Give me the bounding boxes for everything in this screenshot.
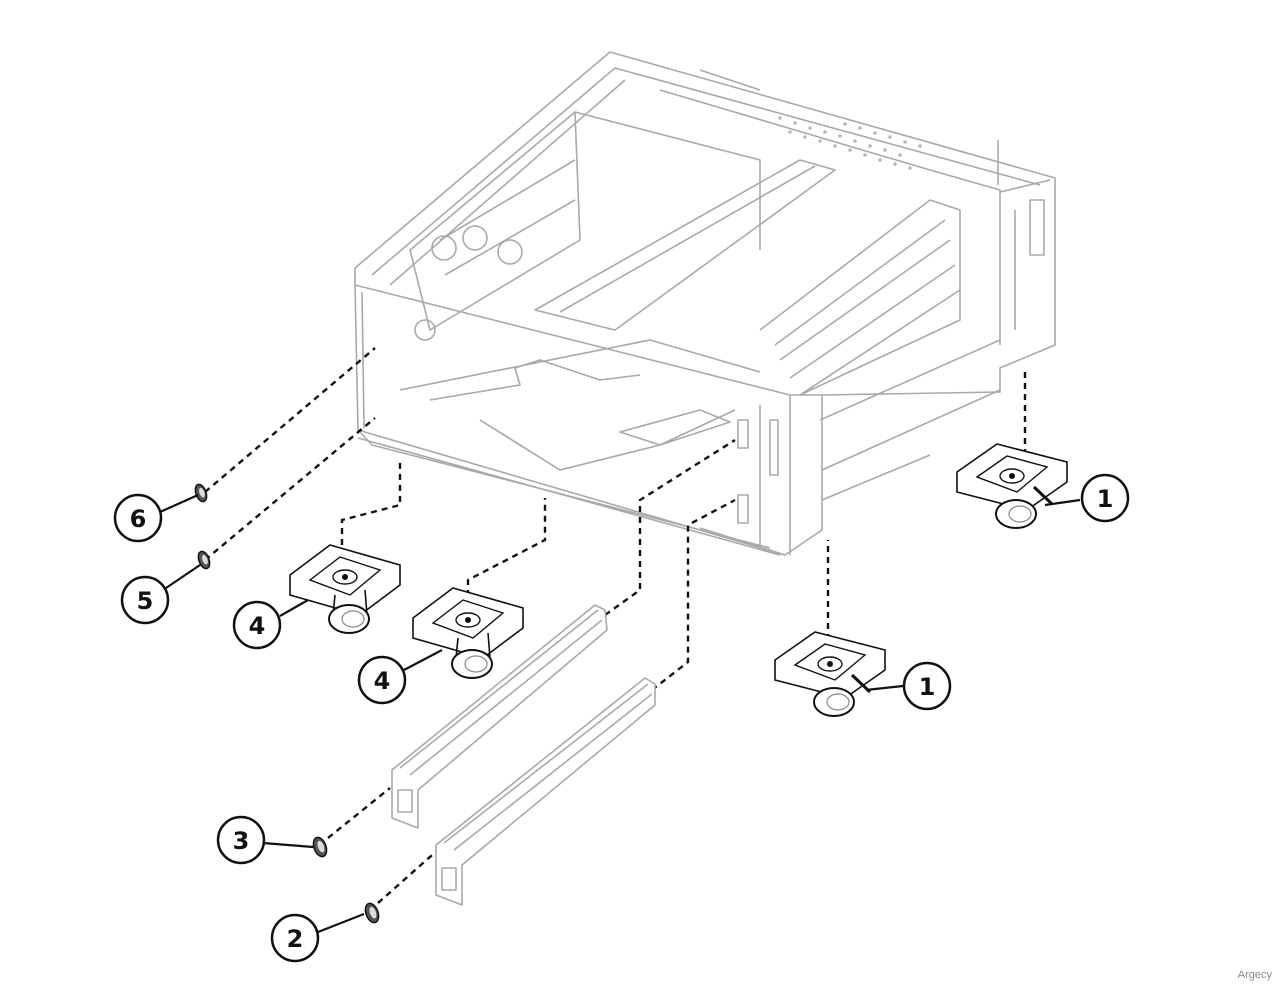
callout-pointers (159, 493, 1081, 934)
leader-rail-lower (651, 498, 736, 691)
leader-5 (204, 417, 376, 561)
vent-grid (778, 116, 922, 170)
callout-3: 3 (216, 815, 266, 865)
callout-5: 5 (120, 575, 170, 625)
part-6-screw (194, 483, 208, 503)
leader-4b (466, 498, 547, 596)
svg-text:5: 5 (137, 587, 154, 615)
leader-lines (204, 347, 1027, 904)
stabilizer-rail-lower (435, 677, 656, 906)
leader-2 (377, 847, 441, 904)
leader-3 (327, 787, 391, 839)
part-3-screw (312, 836, 328, 858)
svg-text:1: 1 (1097, 485, 1114, 513)
part-2-screw (364, 902, 380, 924)
stabilizer-rail-upper (391, 604, 608, 829)
svg-text:6: 6 (130, 505, 147, 533)
callout-4a: 4 (232, 600, 282, 650)
part-5-screw (197, 550, 211, 570)
leader-6 (204, 347, 376, 493)
callout-6: 6 (113, 493, 163, 543)
watermark: Argecy (1237, 969, 1272, 981)
callout-4b: 4 (357, 655, 407, 705)
callout-1b: 1 (902, 661, 952, 711)
caster-1a (956, 443, 1068, 529)
cabinet-frame (354, 51, 1056, 556)
callout-2: 2 (270, 913, 320, 963)
svg-text:4: 4 (374, 667, 391, 695)
svg-text:4: 4 (249, 612, 266, 640)
leader-4a (340, 458, 402, 556)
callout-1a: 1 (1080, 473, 1130, 523)
svg-text:3: 3 (233, 827, 250, 855)
svg-text:1: 1 (919, 673, 936, 701)
leader-rail-upper (604, 438, 736, 616)
svg-text:2: 2 (287, 925, 304, 953)
caster-4a (289, 544, 401, 634)
caster-1b (774, 631, 886, 717)
caster-4b (412, 587, 524, 679)
